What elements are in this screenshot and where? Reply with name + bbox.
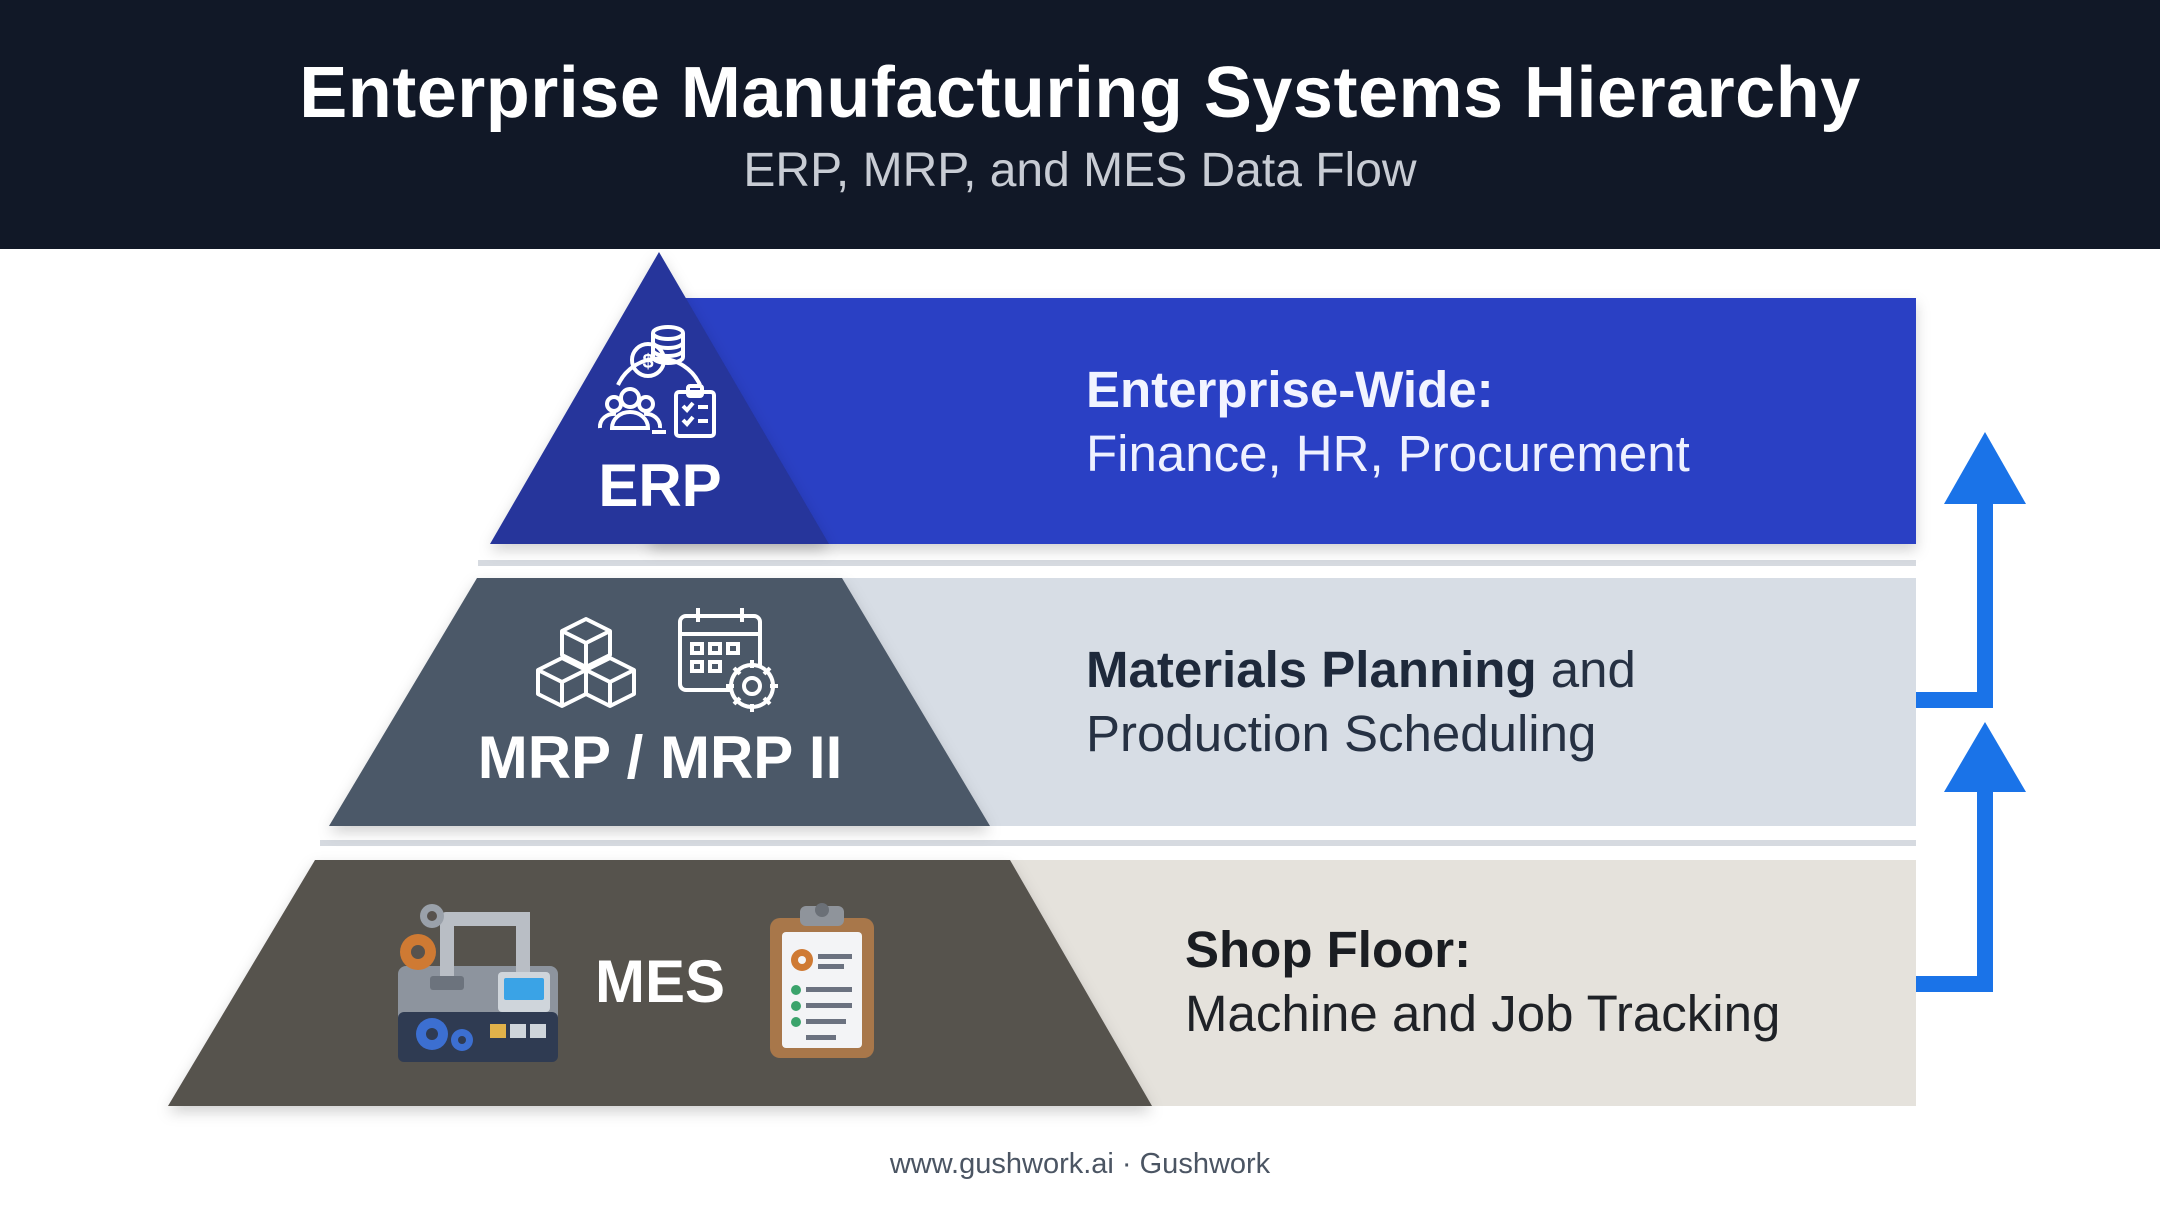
mes-description-heading: Shop Floor: [1185,921,1472,978]
coins-database-icon [616,325,702,386]
footer-credit: www.gushwork.ai · Gushwork [889,1148,1271,1180]
mes-description-detail: Machine and Job Tracking [1185,985,1781,1042]
arrowhead-up-icon [1944,432,2026,504]
arrowhead-up-icon [1944,722,2026,792]
stacked-boxes-icon [536,617,636,708]
tier-separator [478,560,1916,566]
erp-tier-label: ERP [598,452,722,519]
erp-description: Enterprise-Wide: Finance, HR, Procuremen… [1086,358,1690,486]
mes-tier-label: MES [594,948,726,1015]
dollar-sign-icon: $ [642,351,653,373]
header-bar [0,0,2160,249]
page-title: Enterprise Manufacturing Systems Hierarc… [299,53,1861,133]
mrp-trapezoid [329,578,990,826]
erp-band [650,298,1916,544]
people-group-icon [597,387,666,434]
mrp-description-rest: and [1536,641,1636,698]
arrow-mrp-to-erp [1916,488,1993,708]
erp-description-detail: Finance, HR, Procurement [1086,425,1690,482]
erp-triangle [490,252,829,544]
mrp-tier-label: MRP / MRP II [477,724,843,791]
tier-separator [320,840,1916,846]
clipboard-document-icon [770,903,874,1058]
mes-description: Shop Floor: Machine and Job Tracking [1185,918,1780,1046]
mrp-description: Materials Planning and Production Schedu… [1086,638,1636,766]
page-subtitle: ERP, MRP, and MES Data Flow [743,144,1417,197]
mrp-band [840,578,1916,826]
erp-description-heading: Enterprise-Wide: [1086,361,1494,418]
calendar-gear-icon [678,608,778,712]
mrp-description-detail: Production Scheduling [1086,705,1597,762]
mrp-description-heading: Materials Planning [1086,641,1537,698]
checklist-clipboard-icon [674,384,716,438]
factory-machine-icon [398,904,558,1062]
mes-band [1000,860,1916,1106]
arrow-mes-to-mrp [1916,780,1993,992]
